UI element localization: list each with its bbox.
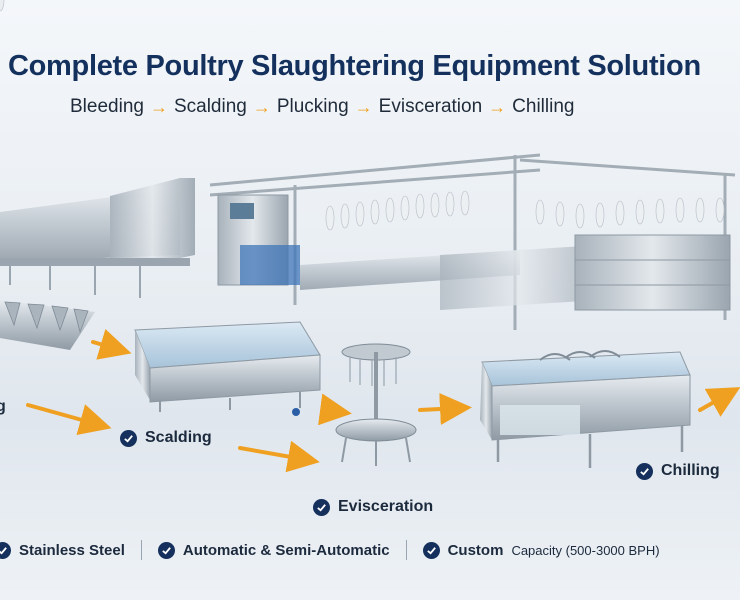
arrow-right-icon: → (149, 96, 168, 117)
features-bar: Stainless Steel Automatic & Semi-Automat… (0, 540, 660, 560)
check-circle-icon (313, 498, 330, 516)
divider (140, 540, 142, 560)
check-circle-icon (157, 541, 175, 559)
page-title: Complete Poultry Slaughtering Equipment … (8, 50, 701, 82)
check-circle-icon (636, 462, 653, 480)
flow-step-plucking: Plucking (276, 96, 349, 117)
process-flow: Bleeding → Scalding → Plucking → Eviscer… (70, 96, 574, 118)
station-label-scalding: Scalding (120, 429, 212, 447)
flow-step-bleeding: Bleeding (70, 96, 144, 117)
feature-capacity: Custom Capacity (500-3000 BPH) (422, 541, 660, 559)
flow-step-evisceration: Evisceration (378, 96, 483, 117)
arrow-right-icon: → (354, 96, 373, 117)
station-label-evisceration: Evisceration (313, 498, 433, 516)
arrow-right-icon: → (252, 96, 271, 117)
check-circle-icon (120, 429, 137, 447)
feature-automation: Automatic & Semi-Automatic (157, 541, 390, 559)
chilling-tank (480, 350, 691, 468)
station-label-bleeding: g (0, 398, 6, 415)
station-label-chilling: Chilling (636, 462, 720, 480)
flow-arrows (26, 328, 740, 473)
check-circle-icon (0, 541, 11, 559)
bleeding-cones (0, 300, 95, 350)
processing-line (0, 0, 736, 330)
flow-step-scalding: Scalding (173, 96, 247, 117)
flow-step-chilling: Chilling (512, 96, 575, 117)
feature-stainless: Stainless Steel (0, 541, 125, 559)
arrow-right-icon: → (488, 96, 507, 117)
check-circle-icon (422, 541, 440, 559)
divider (405, 540, 407, 560)
scalding-tank (134, 321, 321, 416)
evisceration-carousel (335, 343, 417, 466)
